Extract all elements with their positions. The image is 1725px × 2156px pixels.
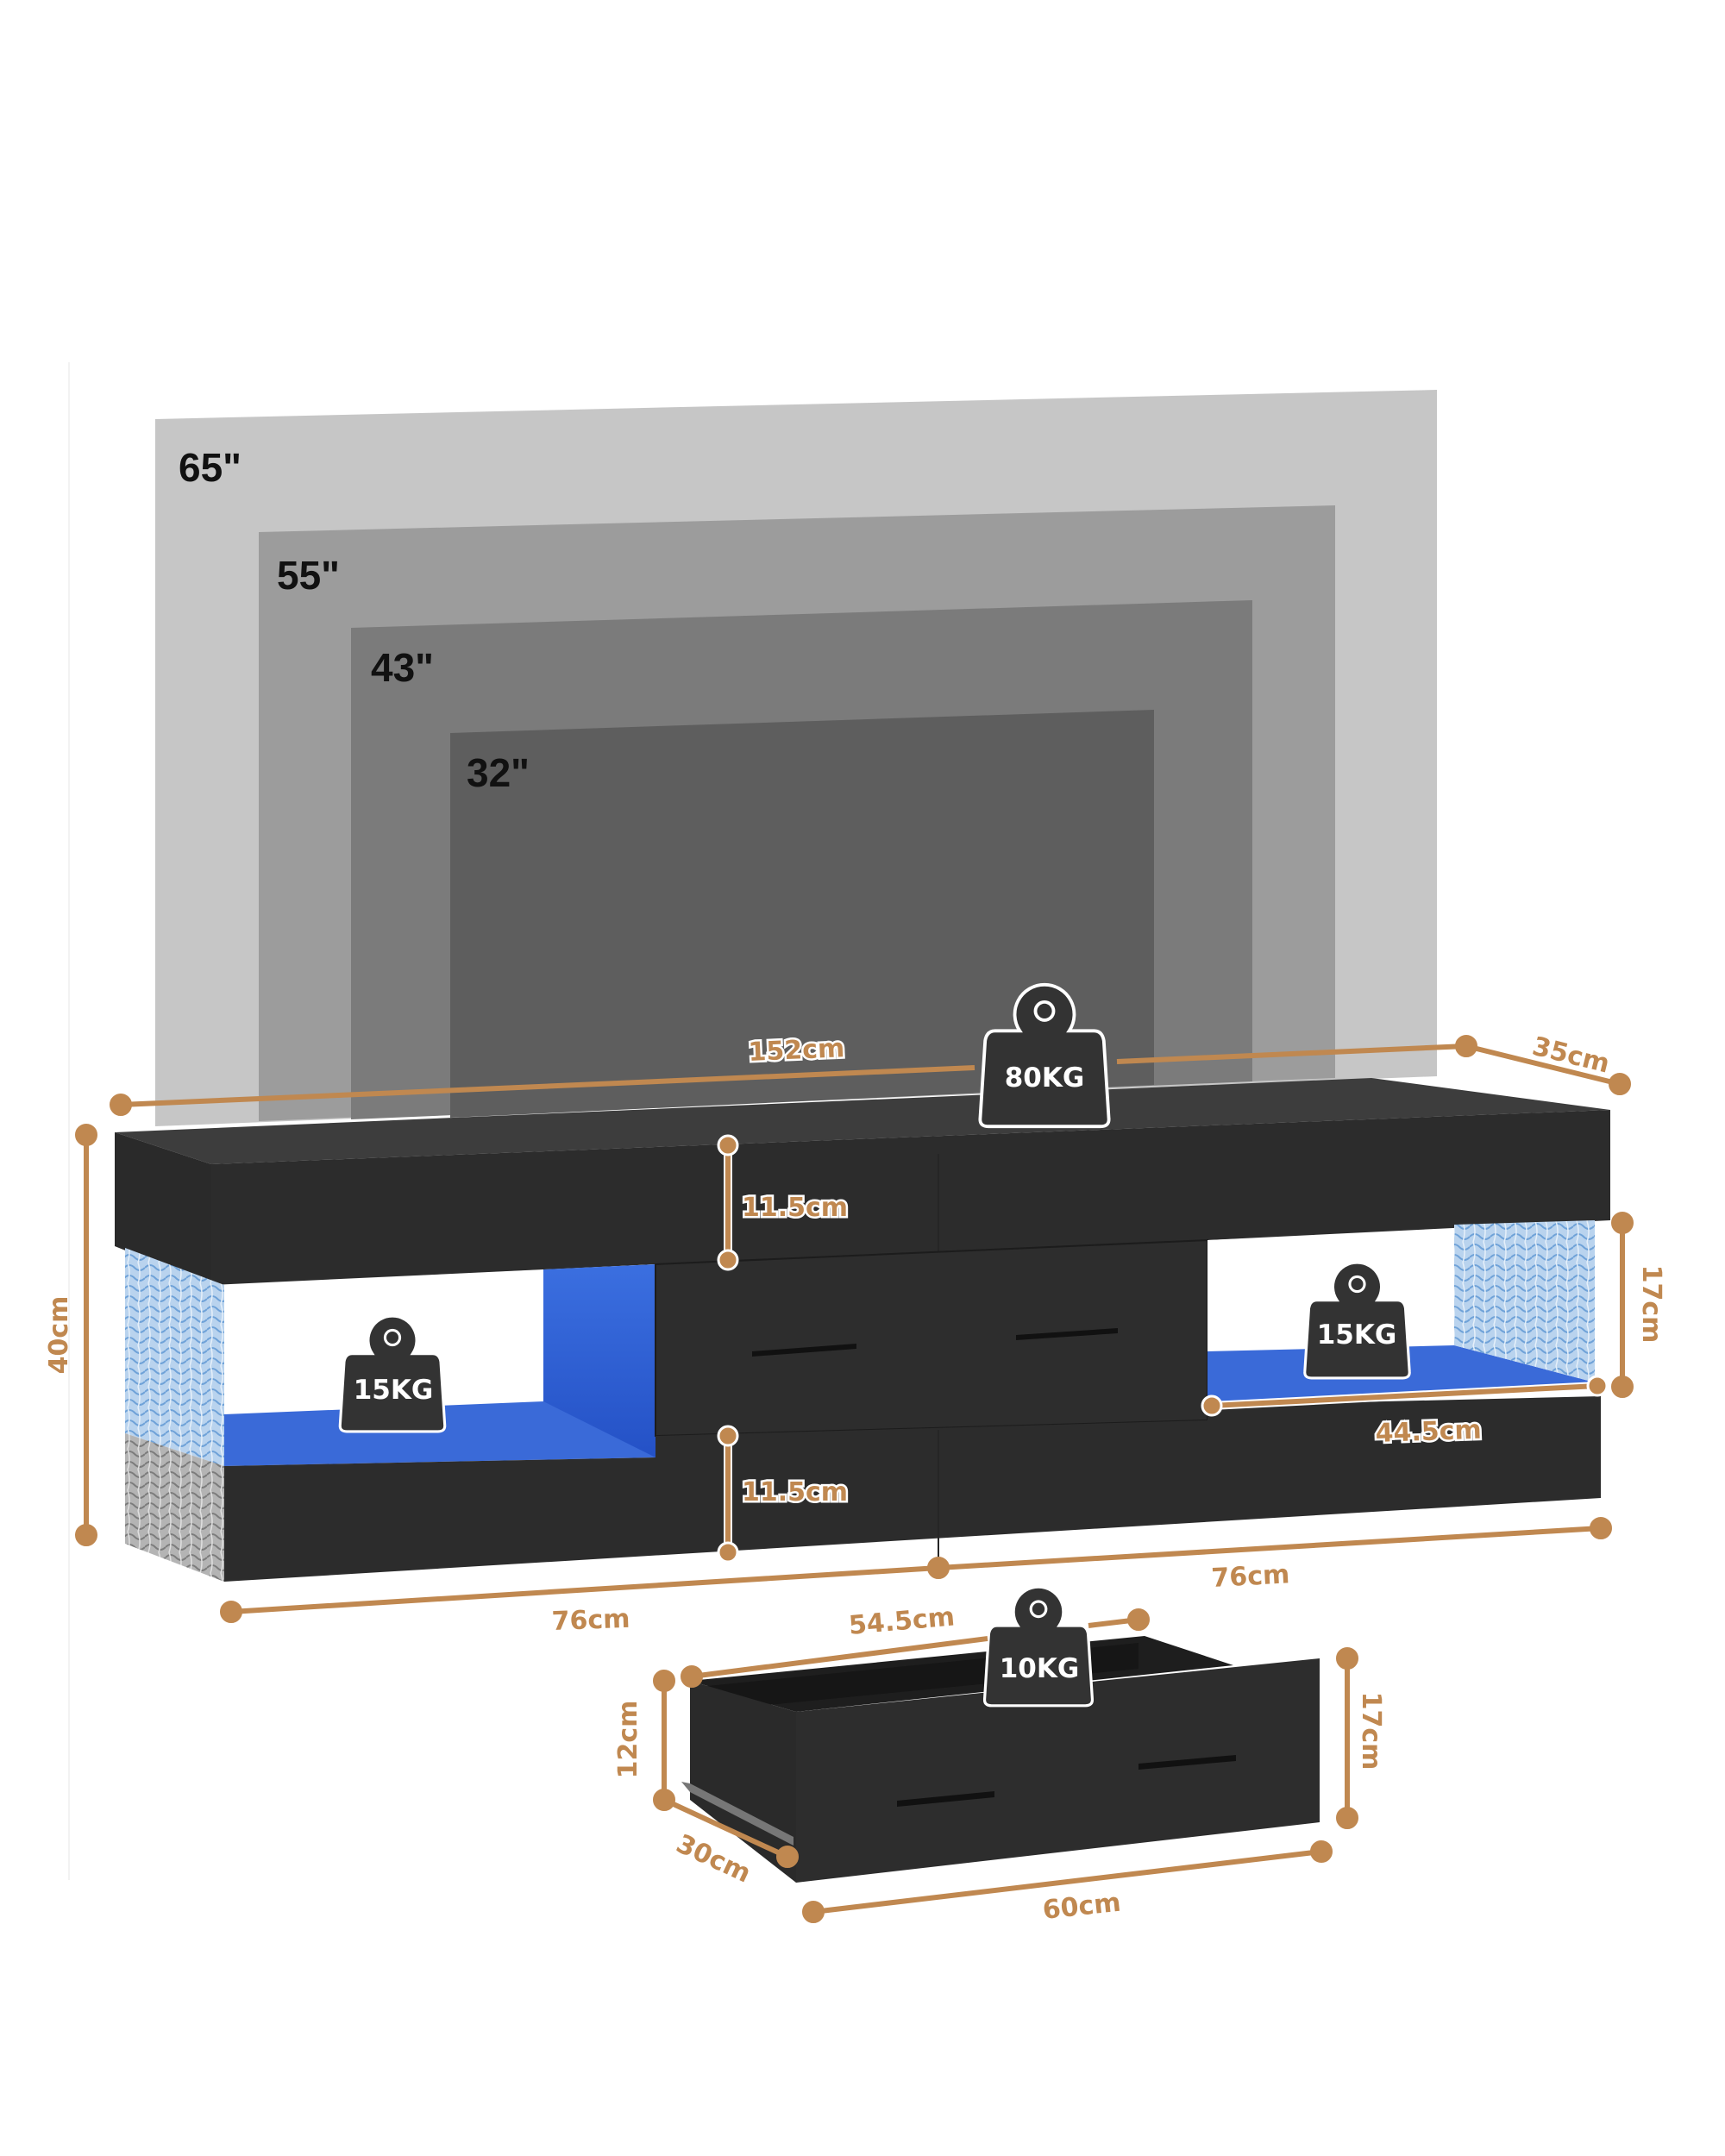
weight-drawer: 10KG (983, 1585, 1094, 1708)
total-width-label: 152cm (748, 1033, 845, 1068)
drawer-front-handle-left (897, 1791, 994, 1807)
weight-right-shelf-label: 15KG (1317, 1319, 1397, 1351)
console-bottom-front (224, 1396, 1601, 1582)
weight-left-shelf-label: 15KG (354, 1375, 434, 1406)
tv-32-screen (450, 710, 1154, 1118)
tv-console (115, 1078, 1610, 1582)
drawer-handle-right[interactable] (1016, 1328, 1118, 1340)
weight-drawer-label: 10KG (1000, 1653, 1080, 1684)
drawer-detail (681, 1636, 1320, 1883)
drawer-inner-width-label: 54.5cm (848, 1601, 957, 1641)
drawer-front (796, 1658, 1320, 1883)
left-shelf-led-divider (543, 1264, 656, 1457)
left-glass-panel (125, 1248, 224, 1466)
weight-left-shelf: 15KG (338, 1314, 447, 1433)
weight-right-shelf: 15KG (1303, 1261, 1411, 1380)
tv-32-label: 32" (467, 750, 530, 795)
shelf-height-label: 17cm (1636, 1265, 1666, 1344)
tv-65-label: 65" (179, 445, 242, 490)
console-top-surface (115, 1078, 1610, 1164)
drawer-front-handle-right (1138, 1755, 1236, 1770)
left-shelf-led-floor (224, 1401, 656, 1466)
tv-43-label: 43" (371, 645, 434, 690)
shelf-width-label: 44.5cm (1375, 1415, 1482, 1449)
bottom-slab-height-label: 11.5cm (742, 1477, 848, 1507)
console-dimension-labels: 152cm 35cm 40cm 11.5cm 11.5cm 17cm 44.5c… (44, 1031, 1666, 1637)
right-glass-panel (1454, 1220, 1595, 1382)
middle-drawer[interactable] (655, 1238, 1208, 1438)
top-slab-height-label: 11.5cm (742, 1193, 848, 1223)
console-top-front (211, 1110, 1610, 1285)
left-half-width-label: 76cm (551, 1604, 630, 1637)
console-top-side (115, 1132, 211, 1285)
right-half-width-label: 76cm (1211, 1559, 1291, 1594)
weight-icon (983, 1585, 1094, 1708)
weight-top: 80KG (980, 985, 1108, 1126)
drawer-inner-height-label: 12cm (613, 1701, 643, 1779)
left-glass-panel-lower (125, 1433, 224, 1582)
drawer-runner (681, 1782, 794, 1846)
drawer-front-height-label: 17cm (1356, 1692, 1386, 1771)
tv-size-comparison: 65" 55" 43" 32" (155, 390, 1437, 1126)
console-dimensions (75, 1035, 1634, 1623)
weight-top-label: 80KG (1005, 1062, 1085, 1094)
height-label: 40cm (44, 1296, 74, 1375)
drawer-outer-width-label: 60cm (1041, 1888, 1122, 1926)
drawer-handle-left[interactable] (752, 1344, 856, 1357)
drawer-dimensions (653, 1608, 1358, 1923)
tv-55-label: 55" (277, 553, 340, 598)
